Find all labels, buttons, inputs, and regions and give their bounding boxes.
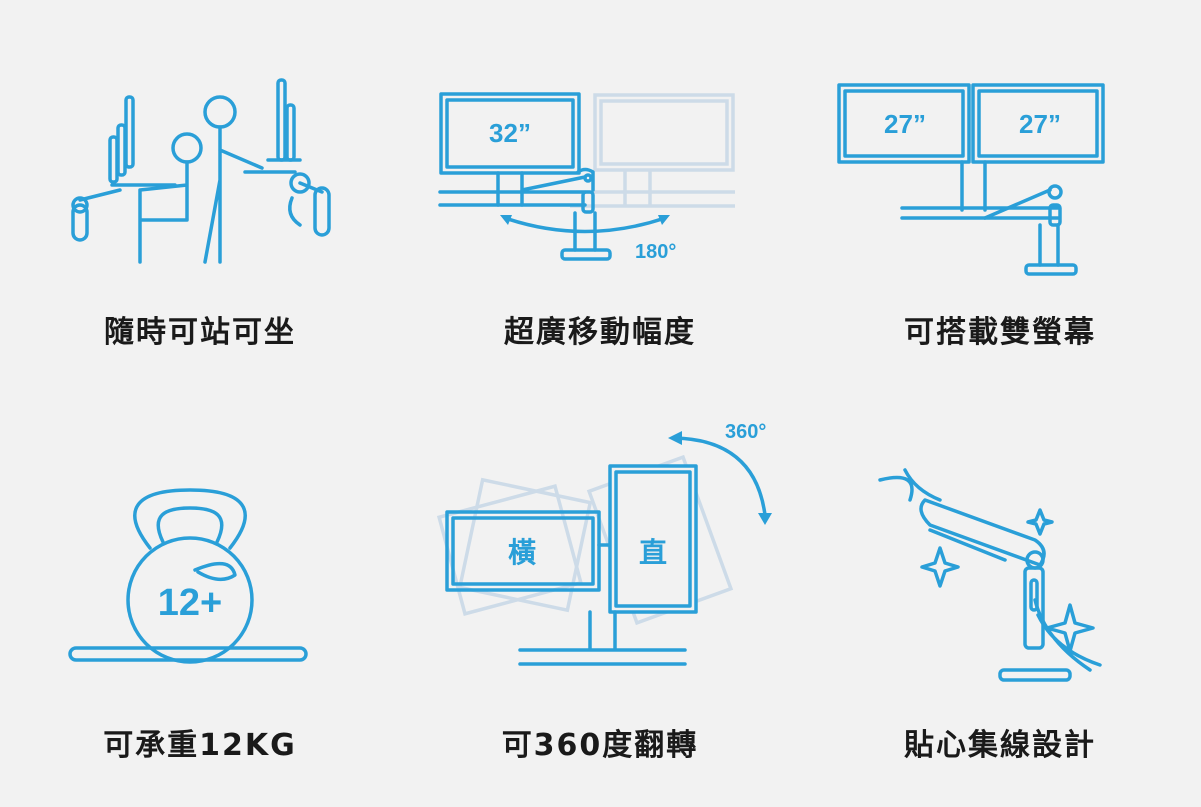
angle-360-text: 360° [725, 421, 766, 443]
feature-dual-monitor: 27” 27” 可搭載雙螢幕 [800, 0, 1200, 400]
kettlebell-illustration: 12+ [68, 488, 308, 664]
dual-monitor-illustration: 27” 27” [837, 83, 1105, 276]
feature-label: 可搭載雙螢幕 [904, 315, 1096, 350]
feature-label: 隨時可站可坐 [104, 315, 296, 350]
rotation-180-illustration: 32” 180° [438, 92, 735, 263]
weight-text: 12+ [158, 582, 222, 624]
feature-label: 可360度翻轉 [501, 728, 699, 763]
portrait-text: 直 [639, 537, 667, 568]
left-monitor-size: 27” [884, 109, 926, 139]
landscape-text: 橫 [508, 537, 536, 568]
rotation-360-illustration: 橫 直 360° [436, 421, 772, 666]
feature-load-capacity: 12+ 可承重12KG [0, 400, 400, 800]
monitor-size-text: 32” [489, 118, 531, 148]
feature-label: 可承重12KG [103, 728, 297, 763]
feature-label: 超廣移動幅度 [504, 315, 696, 350]
feature-cable-management: 貼心集線設計 [800, 400, 1200, 800]
right-monitor-size: 27” [1019, 109, 1061, 139]
feature-rotation-360: 橫 直 360° 可360度翻轉 [400, 400, 800, 800]
cable-management-illustration [878, 468, 1102, 682]
feature-wide-range: 32” 180° 超廣移動幅度 [400, 0, 800, 400]
sit-stand-illustration [71, 78, 331, 264]
feature-sit-stand: 隨時可站可坐 [0, 0, 400, 400]
feature-label: 貼心集線設計 [904, 728, 1096, 763]
angle-180-text: 180° [635, 241, 676, 263]
